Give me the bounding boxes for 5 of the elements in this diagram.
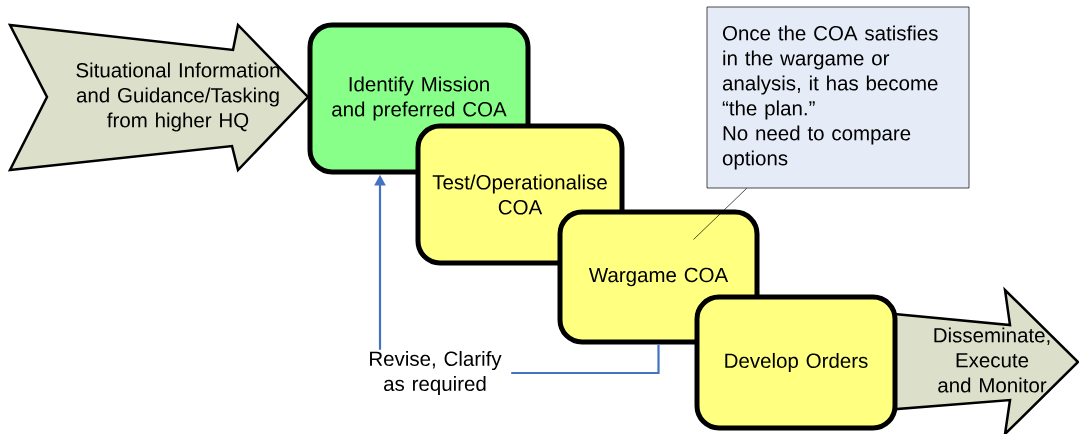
leader-line	[693, 188, 747, 240]
process-box: Develop Orders	[694, 294, 898, 431]
callout-box: Once the COA satisfies in the wargame or analysis, it has become “the plan.” No need to compare options	[706, 6, 970, 189]
connector-line	[511, 344, 660, 375]
note-text: Revise, Clarify as required	[370, 350, 502, 396]
